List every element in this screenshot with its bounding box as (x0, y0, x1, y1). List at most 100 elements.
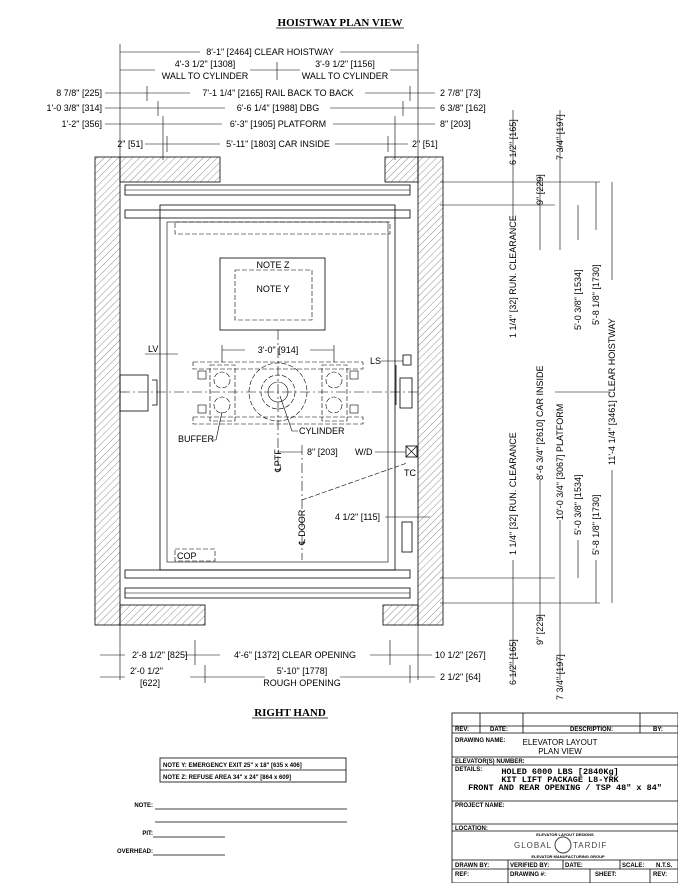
tb-scale-value: N.T.S. (656, 863, 673, 869)
dim-ptf-offset: 8" [203] (307, 447, 338, 457)
notes-table: NOTE Y: EMERGENCY EXIT 25" x 18" [635 x … (159, 757, 347, 783)
right-dimensions: 6 1/2" [165] 1 1/4" [32] RUN. CLEARANCE … (440, 110, 617, 700)
tb-elevator-number: ELEVATOR(S) NUMBER: (455, 759, 525, 765)
label-cl-door: ℄ DOOR (297, 509, 307, 546)
dim-car-inside: 5'-11" [1803] CAR INSIDE (226, 139, 330, 149)
label-tc: TC (404, 468, 416, 478)
dim-half-hw-top: 5'-8 1/8" [1730] (591, 265, 601, 325)
dim-half-hw-bot: 5'-8 1/8" [1730] (591, 495, 601, 555)
dim-rail-right: 2 7/8" [73] (440, 88, 481, 98)
hand-label: RIGHT HAND (254, 707, 326, 719)
drawing-title: HOISTWAY PLAN VIEW (278, 17, 403, 29)
dim-half-plat-top: 5'-0 3/8" [1534] (573, 270, 583, 330)
dim-door-offset: 4 1/2" [115] (335, 512, 380, 522)
dim-platform: 6'-3" [1905] PLATFORM (230, 119, 326, 129)
tb-drawing-name-label: DRAWING NAME: (455, 738, 505, 744)
dim-clear-hoistway-vertical: 11'-4 1/4" [3461] CLEAR HOISTWAY (607, 318, 617, 465)
hoistway-walls (94, 156, 444, 626)
dim-rough-right: 2 1/2" [64] (440, 672, 481, 682)
tb-logo-left: GLOBAL (514, 841, 552, 850)
tb-logo-bottom: ELEVATOR MANUFACTURING GROUP (531, 854, 605, 859)
dim-rough-opening-label: ROUGH OPENING (263, 678, 341, 688)
dim-platform-left: 1'-2" [356] (62, 119, 102, 129)
dim-dbg: 6'-6 1/4" [1988] DBG (237, 103, 319, 113)
dim-plat-bot: 7 3/4" [197] (555, 654, 565, 700)
dim-platform: 10'-0 3/4" [3067] PLATFORM (555, 404, 565, 520)
dim-car-right: 2" [51] (412, 139, 438, 149)
tb-logo-top: ELEVATOR LAYOUT DESIGNS (536, 832, 594, 837)
dim-rail-left: 8 7/8" [225] (56, 88, 102, 98)
dim-clear-opening: 4'-6" [1372] CLEAR OPENING (234, 650, 356, 660)
tb-drawing-name-1: ELEVATOR LAYOUT (523, 738, 598, 747)
label-wd: W/D (355, 447, 373, 457)
tb-description: DESCRIPTION: (570, 727, 613, 733)
dim-dbg-left: 1'-0 3/8" [314] (47, 103, 102, 113)
dim-runclr-bot-2: 1 1/4" [32] RUN. CLEARANCE (508, 432, 518, 555)
title-block: REV: DATE: DESCRIPTION: BY: DRAWING NAME… (451, 712, 678, 883)
dim-bottom-left: 2'-8 1/2" [825] (132, 650, 187, 660)
dim-car-inside: 8'-6 3/4" [2610] CAR INSIDE (535, 366, 545, 480)
elevator-car (159, 204, 396, 571)
dim-car-bot: 9" [229] (535, 614, 545, 645)
note-y-row: NOTE Y: EMERGENCY EXIT 25" x 18" [635 x … (163, 763, 302, 769)
tb-drawing-no: DRAWING #: (510, 872, 546, 878)
label-ls: LS (370, 356, 381, 366)
note-z-row: NOTE Z: REFUSE AREA 34" x 24" [864 x 609… (163, 775, 291, 781)
tb-details-label: DETAILS: (455, 767, 482, 773)
form-fields: NOTE: PIT: OVERHEAD: (117, 803, 347, 856)
tb-details-3: FRONT AND REAR OPENING / TSP 48" x 84" (468, 783, 662, 793)
tb-details-2: KIT LIFT PACKAGE L8-YRK (501, 775, 619, 785)
dim-rough-left-mm: [622] (140, 678, 160, 688)
dim-runclr-top-2: 1 1/4" [32] RUN. CLEARANCE (508, 215, 518, 338)
dim-runclr-top: 6 1/2" [165] (508, 119, 518, 165)
wd-box (405, 445, 418, 458)
tb-ref: REF: (455, 872, 469, 878)
top-dimensions: 8'-1" [2464] CLEAR HOISTWAY 4'-3 1/2" [1… (47, 44, 486, 160)
label-note-y: NOTE Y (256, 284, 289, 294)
tb-drawn-by: DRAWN BY: (455, 863, 489, 869)
guide-rails (119, 354, 413, 412)
dim-runclr-bot: 6 1/2" [165] (508, 639, 518, 685)
dim-wall-to-cyl-right-label: WALL TO CYLINDER (302, 71, 389, 81)
tb-rev2: REV: (653, 872, 667, 878)
tb-verified-by: VERIFIED BY: (510, 863, 549, 869)
dim-rail-back-to-back: 7'-1 1/4" [2165] RAIL BACK TO BACK (202, 88, 353, 98)
dim-wall-to-cyl-left: 4'-3 1/2" [1308] (175, 59, 235, 69)
tb-logo-right: TARDIF (573, 841, 607, 850)
globe-logo-icon (554, 836, 572, 854)
dim-bottom-right: 10 1/2" [267] (435, 650, 486, 660)
dim-car-left: 2" [51] (117, 139, 143, 149)
dim-platform-right: 8" [203] (440, 119, 471, 129)
tb-by: BY: (653, 727, 663, 733)
tb-date2: DATE: (565, 863, 583, 869)
dim-half-plat-bot: 5'-0 3/8" [1534] (573, 475, 583, 535)
dim-rough-opening: 5'-10" [1778] (277, 666, 327, 676)
label-buffer: BUFFER (178, 434, 215, 444)
dim-plat-top: 7 3/4" [197] (555, 114, 565, 160)
dim-dbg-right: 6 3/8" [162] (440, 103, 486, 113)
dim-rough-left: 2'-0 1/2" (130, 666, 163, 676)
tb-date: DATE: (490, 727, 508, 733)
bottom-dimensions: 2'-8 1/2" [825] 4'-6" [1372] CLEAR OPENI… (100, 625, 486, 688)
tb-details-1: HOLED 6000 LBS [2840Kg] (501, 767, 618, 777)
tb-location: LOCATION: (455, 826, 488, 832)
label-cylinder: CYLINDER (299, 426, 345, 436)
label-note-z: NOTE Z (257, 260, 291, 270)
label-cop: COP (177, 551, 197, 561)
note-label: NOTE: (134, 803, 153, 809)
refuse-area-box (219, 257, 326, 331)
dim-car-top: 9" [229] (535, 174, 545, 205)
door-sills (124, 184, 411, 599)
emergency-exit-box (234, 269, 313, 321)
label-lv: LV (148, 344, 158, 354)
pit-label: PIT: (142, 831, 153, 837)
dim-wall-to-cyl-right: 3'-9 1/2" [1156] (315, 59, 375, 69)
tb-scale: SCALE: (622, 863, 644, 869)
dim-clear-hoistway: 8'-1" [2464] CLEAR HOISTWAY (206, 47, 333, 57)
label-cl-ptf: ℄PTF (273, 449, 283, 473)
tb-rev: REV: (455, 727, 469, 733)
tb-drawing-name-2: PLAN VIEW (538, 747, 582, 756)
tb-sheet: SHEET: (595, 872, 616, 878)
overhead-label: OVERHEAD: (117, 849, 153, 855)
